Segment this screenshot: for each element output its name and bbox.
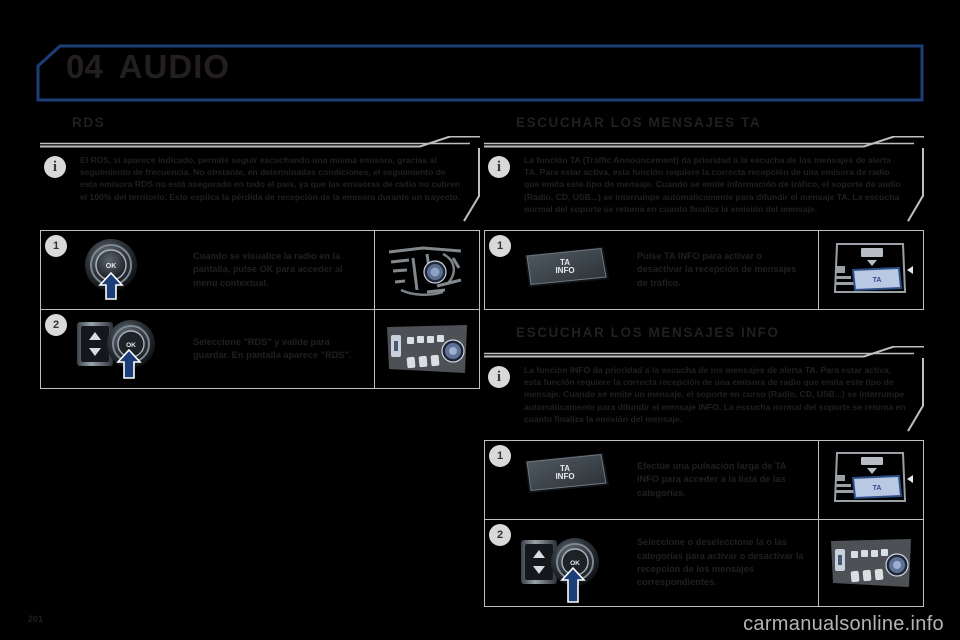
step-row: 1 TA INFO Efectúe una pulsación larga de… — [485, 441, 923, 520]
step-text: Seleccione "RDS" y valide para guardar. … — [193, 336, 352, 360]
step-row: 1 — [41, 231, 479, 310]
page-number: 201 — [28, 614, 44, 624]
step-number: 1 — [489, 445, 511, 467]
section-rule — [484, 136, 924, 148]
ta-info-panel-thumbnail: TA — [819, 231, 923, 309]
info-note-info: i La función INFO da prioridad a la escu… — [484, 358, 924, 432]
section-rds: RDS i El RDS, si aparece indicado, permi… — [40, 110, 480, 389]
steps-list-ta: 1 — [484, 230, 924, 310]
info-icon: i — [488, 366, 510, 388]
svg-text:INFO: INFO — [555, 266, 574, 275]
dashboard-knob-thumbnail — [375, 231, 479, 309]
svg-text:TA: TA — [560, 258, 570, 267]
chapter-header-frame — [36, 44, 924, 102]
svg-text:INFO: INFO — [555, 472, 574, 481]
steps-list-rds: 1 — [40, 230, 480, 389]
step-row: 2 OK — [485, 520, 923, 607]
note-text: El RDS, si aparece indicado, permite seg… — [80, 155, 461, 202]
right-column: ESCUCHAR LOS MENSAJES TA i La función TA… — [484, 110, 924, 613]
section-title: ESCUCHAR LOS MENSAJES TA — [516, 115, 762, 130]
step-row: 1 — [485, 231, 923, 310]
section-title: ESCUCHAR LOS MENSAJES INFO — [516, 325, 780, 340]
step-text: Seleccione o deseleccione la o las categ… — [637, 537, 804, 588]
section-title: RDS — [72, 115, 106, 130]
section-mensajes-info: ESCUCHAR LOS MENSAJES INFO i La función … — [484, 320, 924, 607]
up-down-rocker-and-ok-knob-icon[interactable]: OK — [71, 316, 183, 382]
info-note-ta: i La función TA (Traffic Announcement) d… — [484, 148, 924, 222]
note-text: La función INFO da prioridad a la escuch… — [524, 365, 906, 424]
section-header-ta: ESCUCHAR LOS MENSAJES TA — [484, 110, 924, 148]
step-main: 1 — [41, 231, 375, 309]
step-number: 2 — [489, 524, 511, 546]
step-row: 2 — [41, 310, 479, 389]
step-main: 2 OK — [485, 520, 819, 606]
info-icon: i — [488, 156, 510, 178]
svg-text:TA: TA — [873, 485, 882, 492]
step-main: 1 — [485, 231, 819, 309]
section-mensajes-ta: ESCUCHAR LOS MENSAJES TA i La función TA… — [484, 110, 924, 310]
note-text: La función TA (Traffic Announcement) da … — [524, 155, 901, 214]
step-text: Pulse TA INFO para activar o desactivar … — [637, 250, 797, 288]
svg-text:OK: OK — [106, 263, 117, 270]
svg-text:OK: OK — [126, 342, 136, 349]
ok-rotary-knob-icon[interactable]: OK — [71, 237, 183, 303]
step-text: Cuando se visualice la radio en la panta… — [193, 250, 343, 288]
svg-text:OK: OK — [570, 560, 580, 567]
info-note-rds: i El RDS, si aparece indicado, permite s… — [40, 148, 480, 222]
step-number: 2 — [45, 314, 67, 336]
front-panel-knob-thumbnail — [375, 310, 479, 388]
step-text: Efectúe una pulsación larga de TA INFO p… — [637, 460, 787, 498]
step-number: 1 — [45, 235, 67, 257]
ta-info-panel-thumbnail: TA — [819, 441, 923, 519]
svg-text:TA: TA — [873, 277, 882, 284]
chapter-number: 04 — [66, 48, 103, 85]
info-icon: i — [44, 156, 66, 178]
section-rule — [484, 346, 924, 358]
left-column: RDS i El RDS, si aparece indicado, permi… — [40, 110, 480, 395]
ta-info-button-icon[interactable]: TA INFO — [515, 237, 627, 303]
ta-info-button-icon[interactable]: TA INFO — [515, 447, 627, 513]
chapter-name: AUDIO — [118, 48, 231, 85]
section-header-info: ESCUCHAR LOS MENSAJES INFO — [484, 320, 924, 358]
step-main: 1 TA INFO Efectúe una pulsación larga de… — [485, 441, 819, 519]
step-main: 2 — [41, 310, 375, 388]
up-down-rocker-and-ok-knob-icon[interactable]: OK — [515, 530, 627, 603]
step-number: 1 — [489, 235, 511, 257]
section-rule — [40, 136, 480, 148]
front-panel-knob-thumbnail — [819, 520, 923, 606]
page-title: 04 AUDIO — [66, 48, 230, 86]
steps-list-info: 1 TA INFO Efectúe una pulsación larga de… — [484, 440, 924, 607]
svg-text:TA: TA — [560, 464, 570, 473]
section-header-rds: RDS — [40, 110, 480, 148]
site-watermark: carmanualsonline.info — [743, 613, 944, 635]
